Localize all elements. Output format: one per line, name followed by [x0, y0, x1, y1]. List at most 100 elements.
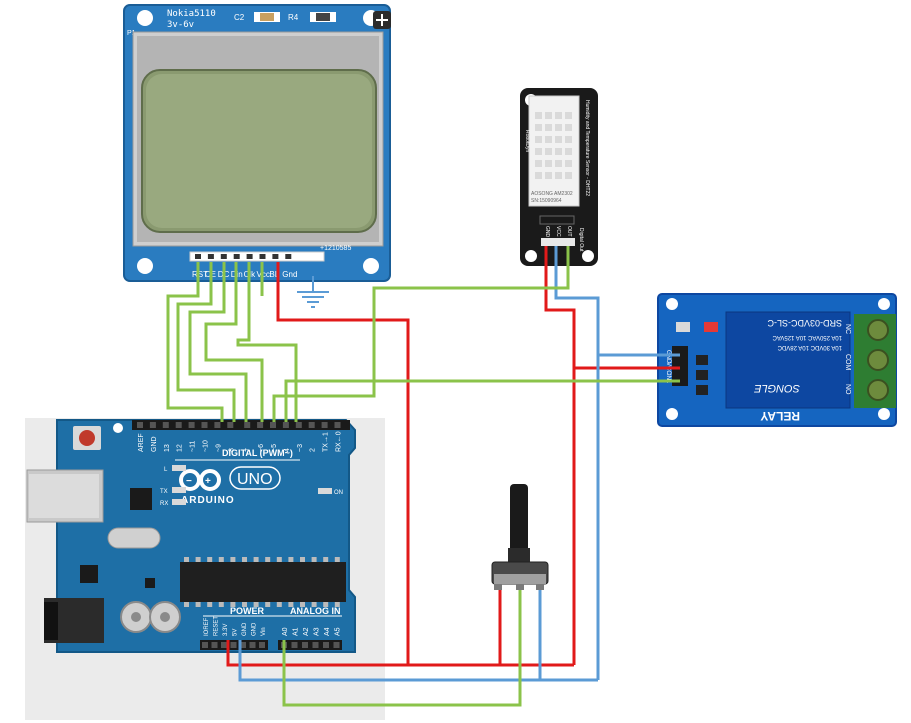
lcd-pin[interactable] — [220, 254, 227, 259]
digital-pin-hole[interactable] — [137, 422, 143, 428]
power-pin-hole[interactable] — [240, 642, 246, 648]
digital-pin-label: ~5 — [271, 444, 278, 452]
digital-header[interactable] — [132, 420, 350, 430]
dht22-vent — [535, 124, 542, 131]
power-pin-label: GND — [242, 622, 248, 636]
power-pin-hole[interactable] — [202, 642, 208, 648]
wire-blue-dht-gnd — [554, 246, 600, 680]
digital-pin-label: ~11 — [190, 441, 197, 452]
chip-pin — [218, 602, 224, 607]
relay-module[interactable]: SRD-03VDC-SL-C 10A 250VAC 10A 125VAC 10A… — [657, 293, 897, 427]
power-pin-label: 3.3V — [223, 624, 229, 636]
digital-pin-hole[interactable] — [149, 422, 156, 428]
dht22-vent — [535, 112, 542, 119]
digital-pin-hole[interactable] — [282, 422, 289, 428]
analog-pin-hole[interactable] — [302, 642, 308, 648]
chip-pin — [218, 557, 224, 562]
chip-pin — [230, 602, 236, 607]
chip-pin — [230, 557, 236, 562]
power-pin-hole[interactable] — [211, 642, 218, 648]
analog-header[interactable] — [278, 640, 342, 650]
power-pin-hole[interactable] — [249, 642, 256, 648]
digital-pin-hole[interactable] — [257, 422, 264, 428]
dht22-title: Humidity and Temperature Sensor - DHT22 — [584, 100, 590, 196]
dht22-vent — [565, 112, 572, 119]
relay-rating1: 10A 250VAC 10A 125VAC — [772, 334, 842, 340]
dht22-pin-label: OUT — [566, 226, 572, 237]
dht22-vent — [565, 148, 572, 155]
analog-label: ANALOG IN — [290, 606, 341, 616]
dht22-vent — [545, 172, 552, 179]
lcd-pin[interactable] — [207, 254, 214, 259]
wire-green-lcd-dc — [188, 262, 248, 422]
analog-pin-label: A0 — [282, 627, 289, 636]
wire-green-lcd-clk — [236, 262, 298, 422]
relay-input-label: IN1 — [665, 374, 671, 384]
svg-text:+: + — [205, 476, 211, 487]
digital-pin-hole[interactable] — [308, 422, 315, 428]
analog-pin-hole[interactable] — [312, 642, 319, 648]
digital-pin-hole[interactable] — [227, 422, 234, 428]
digital-pin-label: 4 — [284, 448, 291, 452]
dht22-output-label: Digital Out — [578, 228, 584, 252]
arduino-logo: − + — [179, 469, 221, 491]
analog-pin-hole[interactable] — [323, 642, 329, 648]
digital-pin-hole[interactable] — [270, 422, 276, 428]
analog-pin-label: A2 — [303, 627, 310, 636]
power-pin-hole[interactable] — [221, 642, 227, 648]
analog-pin-hole[interactable] — [291, 642, 298, 648]
move-icon[interactable] — [373, 11, 391, 29]
chip-pin — [288, 557, 294, 562]
digital-pin-hole[interactable] — [175, 422, 182, 428]
digital-pin-hole[interactable] — [188, 422, 195, 428]
lcd-pin[interactable] — [272, 254, 279, 259]
arduino-brand: ARDUINO — [181, 495, 235, 506]
analog-pin-label: A3 — [314, 627, 321, 636]
lcd-pin[interactable] — [259, 254, 266, 259]
power-pin-label: Vin — [261, 627, 267, 636]
relay-output-label: NC — [844, 324, 851, 334]
dht22-vent — [555, 136, 562, 143]
rx-led-label: RX — [160, 501, 168, 507]
digital-pin-hole[interactable] — [321, 422, 328, 428]
digital-pin-hole[interactable] — [162, 422, 169, 428]
chip-pin — [242, 557, 247, 562]
power-pin-hole[interactable] — [259, 642, 265, 648]
potentiometer[interactable] — [491, 484, 549, 590]
wire-red-dht-vcc — [544, 246, 576, 665]
digital-pin-hole[interactable] — [214, 422, 221, 428]
dht22-vent — [545, 160, 552, 167]
l-led-label: L — [164, 467, 168, 473]
potentiometer-knob[interactable] — [510, 484, 528, 552]
chip-pin — [184, 602, 189, 607]
lcd-pin-label: BL — [269, 270, 279, 279]
chip-pin — [276, 557, 282, 562]
digital-pin-hole[interactable] — [295, 422, 302, 428]
lcd-pin[interactable] — [285, 254, 292, 259]
lcd-pin[interactable] — [246, 254, 253, 259]
lcd-voltage: 3v-6v — [167, 20, 194, 30]
chip-pin — [276, 602, 282, 607]
chip-pin — [334, 602, 340, 607]
ground-icon — [297, 276, 329, 308]
lcd-pin[interactable] — [233, 254, 240, 259]
digital-pin-label: GND — [151, 436, 158, 452]
wire-red-lcd-vcc — [276, 262, 410, 665]
power-pin-hole[interactable] — [230, 642, 237, 648]
chip-pin — [334, 557, 340, 562]
digital-pin-hole[interactable] — [244, 422, 251, 428]
digital-pin-hole[interactable] — [334, 422, 341, 428]
chip-pin — [195, 602, 201, 607]
lcd-pin[interactable] — [195, 254, 201, 259]
digital-pin-label: 2 — [310, 448, 317, 452]
digital-pin-hole[interactable] — [201, 422, 208, 428]
analog-pin-hole[interactable] — [333, 642, 340, 648]
chip-pin — [300, 557, 305, 562]
chip-pin — [207, 557, 213, 562]
lcd-corner-label: P1 — [127, 30, 136, 37]
wire-red-5v — [226, 640, 574, 667]
dht22-sensor[interactable]: AOSONG AM2302 SN:15090964 Humidity and T… — [520, 88, 598, 266]
chip-pin — [207, 602, 213, 607]
